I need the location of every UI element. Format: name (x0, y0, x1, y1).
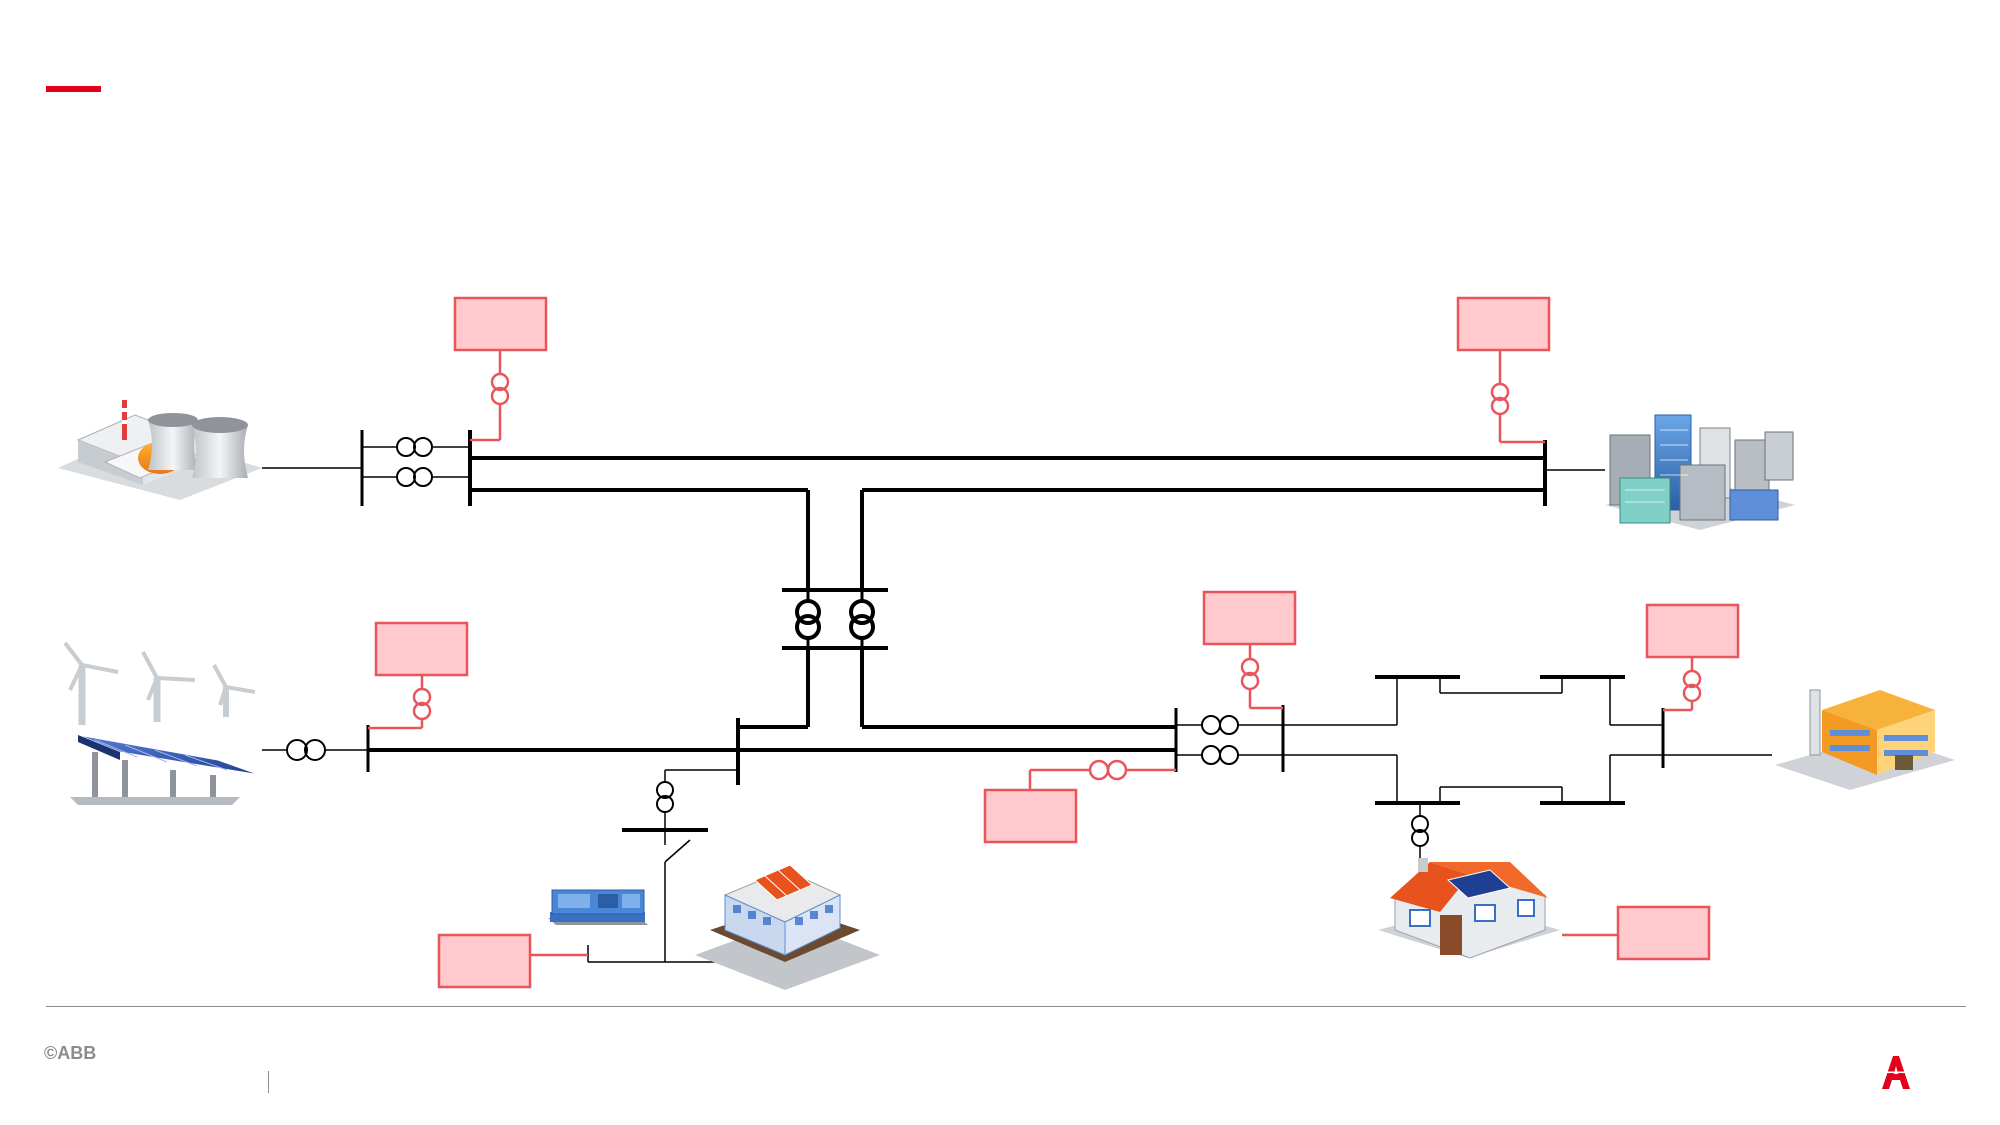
wind-solar-farm-icon (63, 641, 261, 805)
relay-box-middle (983, 788, 1078, 844)
relay-box-wind (374, 621, 469, 677)
relay-box-top-right (1456, 296, 1551, 352)
factory-icon (1775, 689, 1955, 790)
house-with-solar-icon (1378, 858, 1560, 959)
nuclear-power-plant-icon (58, 400, 262, 500)
relay-box-top-left (453, 296, 548, 352)
relay-boxes (374, 296, 1740, 989)
relay-box-storage (437, 933, 532, 989)
city-buildings-icon (1605, 414, 1795, 530)
middle-busbar (262, 708, 1178, 785)
title-accent-bar (46, 86, 101, 92)
footer-separator (268, 1071, 269, 1093)
copyright-text: ©ABB (44, 1043, 97, 1063)
top-busbar (468, 430, 1605, 590)
central-transformer (782, 588, 888, 727)
plant-transformer (262, 430, 470, 506)
building-with-solar-icon (695, 864, 880, 990)
storage-branch (587, 769, 740, 963)
relay-box-center (1202, 590, 1297, 646)
footer-divider (46, 1006, 1966, 1007)
distribution-network (1176, 675, 1772, 870)
battery-storage-icon (548, 889, 648, 925)
relay-box-house (1616, 905, 1711, 961)
relay-box-factory (1645, 603, 1740, 659)
abb-logo-icon (1882, 1056, 1964, 1089)
relay-connections (368, 350, 1702, 957)
